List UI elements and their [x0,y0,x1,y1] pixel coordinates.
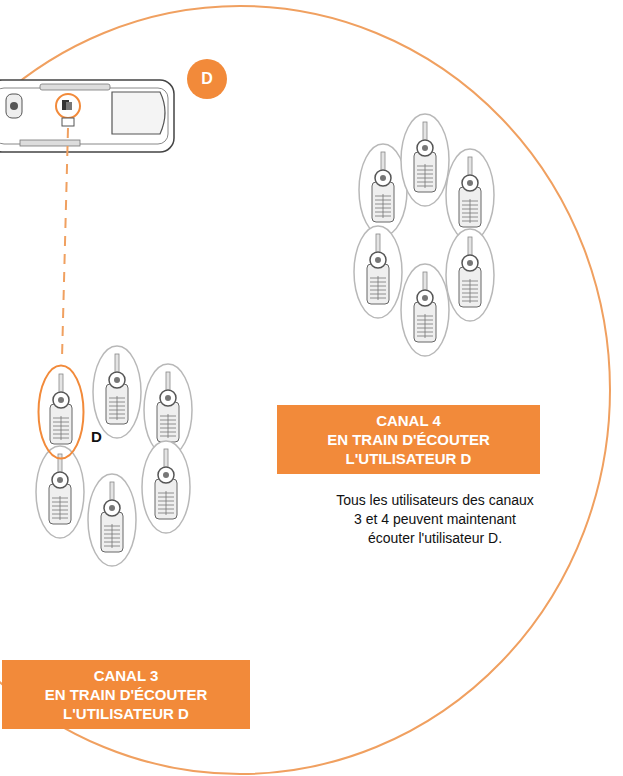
radio [93,346,141,438]
radio [36,446,84,538]
radio-oval: D [37,364,85,460]
channel-box: CANAL 4EN TRAIN D'ÉCOUTER L'UTILISATEUR … [277,405,540,474]
channel-title: CANAL 4 [287,411,530,430]
radio [354,226,402,318]
oval-outline [37,364,85,460]
link-line [62,128,68,358]
base-unit [0,80,174,152]
radio [401,114,449,206]
radio [88,474,136,566]
badge-letter: D [187,59,227,99]
channel-title: CANAL 3 [12,666,240,685]
channel-status: EN TRAIN D'ÉCOUTER L'UTILISATEUR D [12,685,240,723]
radio [50,374,72,444]
radio [359,144,407,236]
note-text: Tous les utilisateurs des canaux 3 et 4 … [335,491,535,548]
channel-box: CANAL 3EN TRAIN D'ÉCOUTER L'UTILISATEUR … [2,660,250,729]
radio [142,441,190,533]
radio [446,149,494,241]
range-circle [0,6,610,774]
user-letter: D [91,428,102,445]
user-letter: D [201,70,213,88]
radio [401,264,449,356]
radio [446,229,494,321]
channel-status: EN TRAIN D'ÉCOUTER L'UTILISATEUR D [287,430,530,468]
